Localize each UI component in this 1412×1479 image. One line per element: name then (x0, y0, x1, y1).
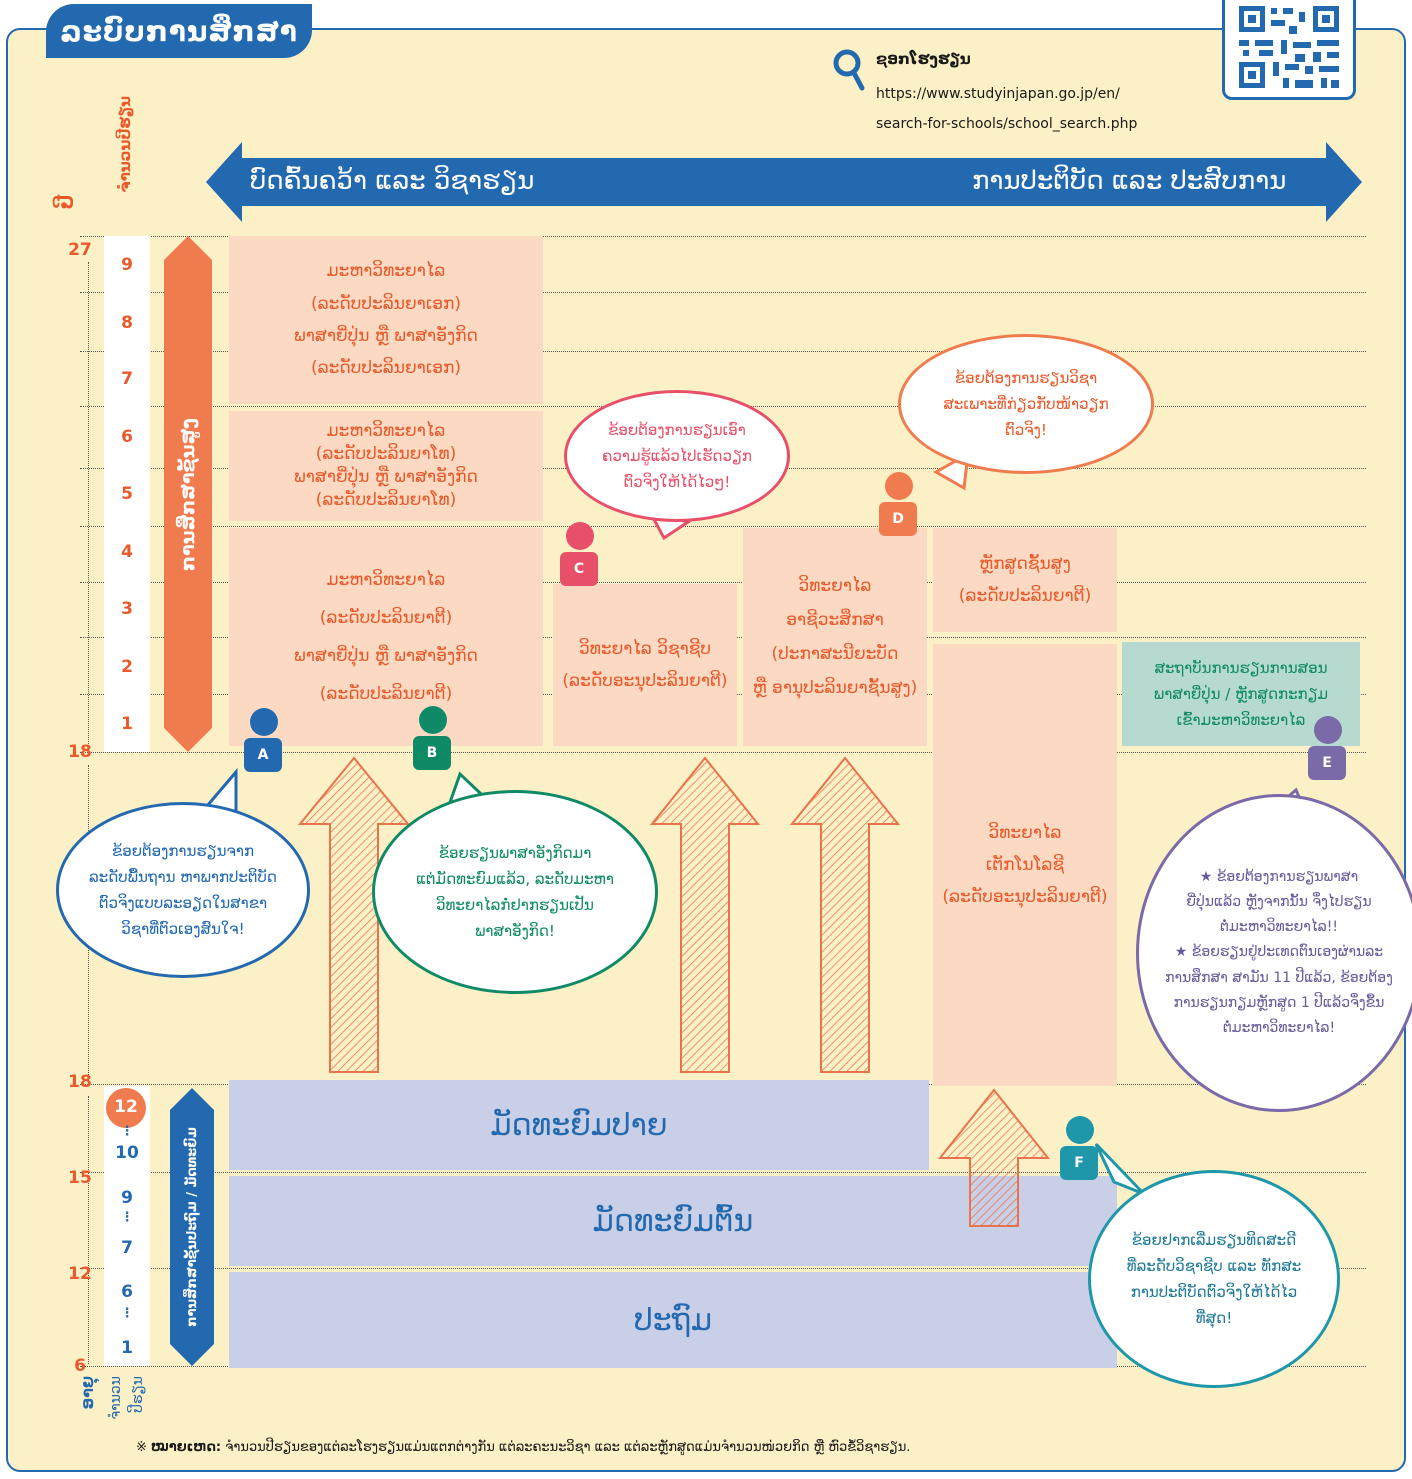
year-7: 7 (121, 369, 133, 389)
research-practice-arrow (206, 142, 1362, 222)
master-box: ມະຫາວິທະຍາໄລ(ລະດັບປະລິນຍາໂທ)ພາສາຍີ່ປຸ່ນ … (229, 411, 543, 521)
speech-bubble-e: ★ ຂ້ອຍຕ້ອງການຮຽນພາສາຍີ່ປຸ່ນແລ້ວ ຫຼັງຈາກນ… (1136, 794, 1412, 1112)
college-of-technology-box: ວິທະຍາໄລເຕັກໂນໂລຊີ(ລະດັບອະນຸປະລິນຍາຕີ) (933, 644, 1117, 1086)
school-search-url-line1[interactable]: https://www.studyinjapan.go.jp/en/ (876, 86, 1120, 102)
gridline (80, 351, 1366, 352)
year-5: 5 (121, 484, 133, 504)
upper-secondary-box: ມັດທະຍົມປາຍ (229, 1080, 929, 1170)
year-ellipsis: ⋮ (120, 1210, 134, 1225)
speech-bubble-c: ຂ້ອຍຕ້ອງການຮຽນເອົາຄວາມຮູ້ແລ້ວໄປເຮັດວຽກຕົ… (564, 390, 790, 522)
age-12: 12 (68, 1264, 92, 1284)
year-8: 8 (121, 313, 133, 333)
age-18: 18 (68, 742, 92, 762)
year-10: 10 (115, 1143, 139, 1163)
speech-bubble-d: ຂ້ອຍຕ້ອງການຮຽນວິຊາສະເພາະທີ່ກ່ຽວກັບໜ້າວຽກ… (898, 334, 1154, 474)
qr-code-image (1239, 6, 1339, 88)
age-6: 6 (74, 1356, 86, 1376)
gridline (80, 1268, 1366, 1269)
arrow-left-label: ບົດຄົ້ນຄວ້າ ແລະ ວິຊາຮຽນ (250, 166, 535, 196)
advanced-course-box: ຫຼັກສູດຊັ້ນສູງ(ລະດັບປະລິນຍາຕີ) (933, 528, 1117, 632)
year-ellipsis: ⋮ (120, 1306, 134, 1321)
age-axis-line (88, 1096, 89, 1364)
year-12-circle (106, 1088, 146, 1128)
year-4: 4 (121, 542, 133, 562)
gridline (80, 1172, 1366, 1173)
year-6: 6 (121, 427, 133, 447)
year-2: 2 (121, 657, 133, 677)
gridline (80, 526, 1366, 527)
age-18-lower: 18 (68, 1072, 92, 1092)
year-1-lower: 1 (121, 1338, 133, 1358)
speech-bubble-f: ຂ້ອຍຢາກເລີ່ມຮຽນທິດສະດີທີ່ລະດັບວິຊາຊີບ ແລ… (1088, 1170, 1340, 1388)
search-icon (833, 49, 865, 91)
doctoral-box: ມະຫາວິທະຍາໄລ(ລະດັບປະລິນຍາເອກ)ພາສາຍີ່ປຸ່ນ… (229, 236, 543, 404)
lower-education-bar (170, 1088, 214, 1366)
year-6-lower: 6 (121, 1282, 133, 1302)
year-ellipsis: ⋮ (120, 1124, 134, 1139)
primary-box: ປະຖົມ (229, 1272, 1117, 1368)
arrow-right-label: ການປະຕິບັດ ແລະ ປະສົບການ (972, 166, 1287, 196)
year-12: 12 (114, 1097, 138, 1117)
page-title: ລະບົບການສຶກສາ (46, 4, 312, 58)
gridline (80, 236, 1366, 237)
age-axis-line (88, 262, 89, 752)
gridline (80, 292, 1366, 293)
year-1: 1 (121, 714, 133, 734)
gridline (80, 752, 1366, 753)
qr-code[interactable] (1222, 0, 1356, 100)
junior-college-box: ວິທະຍາໄລ ວິຊາຊີບ(ລະດັບອະນຸປະລິນຍາຕີ) (553, 584, 737, 746)
speech-bubble-a: ຂ້ອຍຕ້ອງການຮຽນຈາກລະດັບພື້ນຖານ ຫາພາກປະຕິບ… (56, 802, 310, 978)
professional-college-box: ວິທະຍາໄລອາຊີວະສຶກສາ(ປະກາສະນີຍະບັດຫຼື ອານ… (743, 528, 927, 746)
lower-years-column (104, 1086, 150, 1366)
speech-bubble-b: ຂ້ອຍຮຽນພາສາອັງກິດມາແຕ່ມັດທະຍົມແລ້ວ, ລະດັ… (372, 790, 658, 994)
bachelor-box: ມະຫາວິທະຍາໄລ(ລະດັບປະລິນຍາຕີ)ພາສາຍີ່ປຸ່ນ … (229, 528, 543, 746)
year-9: 9 (121, 255, 133, 275)
footnote: ※ ໝາຍເຫດ: ຈຳນວນປີຮຽນຂອງແຕ່ລະໂຮງຮຽນແມ່ນແຕ… (136, 1440, 911, 1455)
age-27: 27 (68, 240, 92, 260)
year-7-lower: 7 (121, 1238, 133, 1258)
higher-education-bar (164, 236, 212, 752)
age-15: 15 (68, 1168, 92, 1188)
search-label: ຊອກໂຮງຮຽນ (876, 50, 971, 68)
gridline (80, 582, 1366, 583)
higher-years-column (104, 236, 150, 752)
year-9-lower: 9 (121, 1188, 133, 1208)
year-3: 3 (121, 599, 133, 619)
school-search-url-line2[interactable]: search-for-schools/school_search.php (876, 116, 1138, 132)
